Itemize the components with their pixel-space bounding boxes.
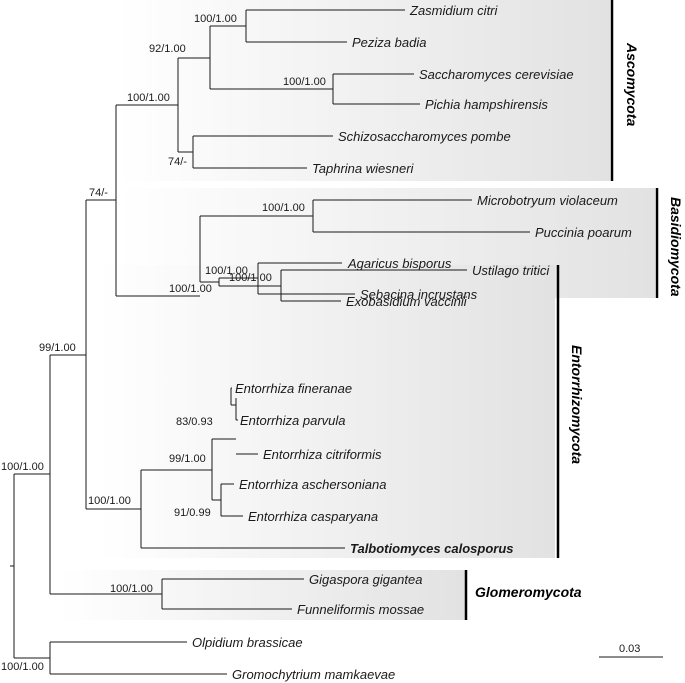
taxon-pichia-hampshirensis: Pichia hampshirensis (425, 97, 548, 112)
taxon-zasmidium-citri: Zasmidium citri (409, 3, 499, 18)
taxon-entorrhiza-casparyana: Entorrhiza casparyana (248, 509, 378, 524)
support-fineranae-parvula: 83/0.93 (176, 416, 213, 428)
ascomycota-shade (118, 0, 610, 181)
support-entorrhizomycota: 100/1.00 (88, 495, 131, 507)
glomeromycota-shade (60, 570, 465, 620)
support-sacch-pichia: 100/1.00 (283, 76, 326, 88)
taxon-taphrina-wiesneri: Taphrina wiesneri (312, 161, 415, 176)
taxon-funneliformis-mossae: Funneliformis mossae (297, 602, 424, 617)
support-entorrhiza: 99/1.00 (169, 453, 206, 465)
taxon-peziza-badia: Peziza badia (352, 35, 426, 50)
taxon-saccharomyces-cerevisiae: Saccharomyces cerevisiae (419, 67, 574, 82)
support-aschers-caspar: 91/0.99 (174, 507, 211, 519)
tree-branches (10, 9, 530, 675)
taxon-puccinia-poarum: Puccinia poarum (535, 225, 632, 240)
taxon-entorrhiza-parvula: Entorrhiza parvula (240, 413, 346, 428)
support-schizo-taphrina: 74/- (168, 156, 187, 168)
support-dikarya-entorrhizo: 99/1.00 (39, 342, 76, 354)
taxon-gromochytrium-mamkaevae: Gromochytrium mamkaevae (232, 667, 395, 682)
scale-bar-label: 0.03 (619, 643, 640, 655)
taxon-gigaspora-gigantea: Gigaspora gigantea (309, 572, 422, 587)
group-entorrhizomycota: Entorrhizomycota (569, 345, 585, 464)
support-ascomycota: 100/1.00 (127, 92, 170, 104)
support-basidiomycota: 100/1.00 (169, 283, 212, 295)
group-glomeromycota: Glomeromycota (475, 584, 582, 600)
taxon-entorrhiza-fineranae: Entorrhiza fineranae (235, 381, 352, 396)
taxon-olpidium-brassicae: Olpidium brassicae (192, 635, 303, 650)
taxon-entorrhiza-aschersoniana: Entorrhiza aschersoniana (239, 477, 386, 492)
support-main: 100/1.00 (1, 461, 44, 473)
support-asco-basidio: 74/- (89, 187, 108, 199)
group-ascomycota: Ascomycota (624, 42, 640, 126)
support-zasm-pez: 100/1.00 (194, 13, 237, 25)
taxon-exobasidium-vaccinii: Exobasidium vaccinii (346, 294, 468, 309)
taxon-schizosaccharomyces-pombe: Schizosaccharomyces pombe (338, 129, 511, 144)
taxon-entorrhiza-citriformis: Entorrhiza citriformis (263, 447, 382, 462)
taxon-microbotryum-violaceum: Microbotryum violaceum (477, 193, 618, 208)
taxon-ustilago-tritici: Ustilago tritici (472, 263, 550, 278)
support-microb-puccinia: 100/1.00 (262, 202, 305, 214)
support-agaricus-sebacina: 100/1.00 (205, 265, 248, 277)
entorrhizomycota-shade (98, 265, 555, 558)
support-ustilago-exobasidium: 100/1.00 (229, 272, 272, 284)
support-glomeromycota: 100/1.00 (110, 583, 153, 595)
group-basidiomycota: Basidiomycota (668, 197, 684, 297)
taxon-sebacina-incrustans: Sebacina incrustans (360, 287, 478, 302)
taxon-agaricus-bisporus: Agaricus bisporus (347, 256, 452, 271)
taxon-talbotiomyces-calosporus: Talbotiomyces calosporus (350, 541, 514, 556)
support-ascomycota-inner: 92/1.00 (149, 43, 186, 55)
support-outgroup: 100/1.00 (1, 661, 44, 673)
